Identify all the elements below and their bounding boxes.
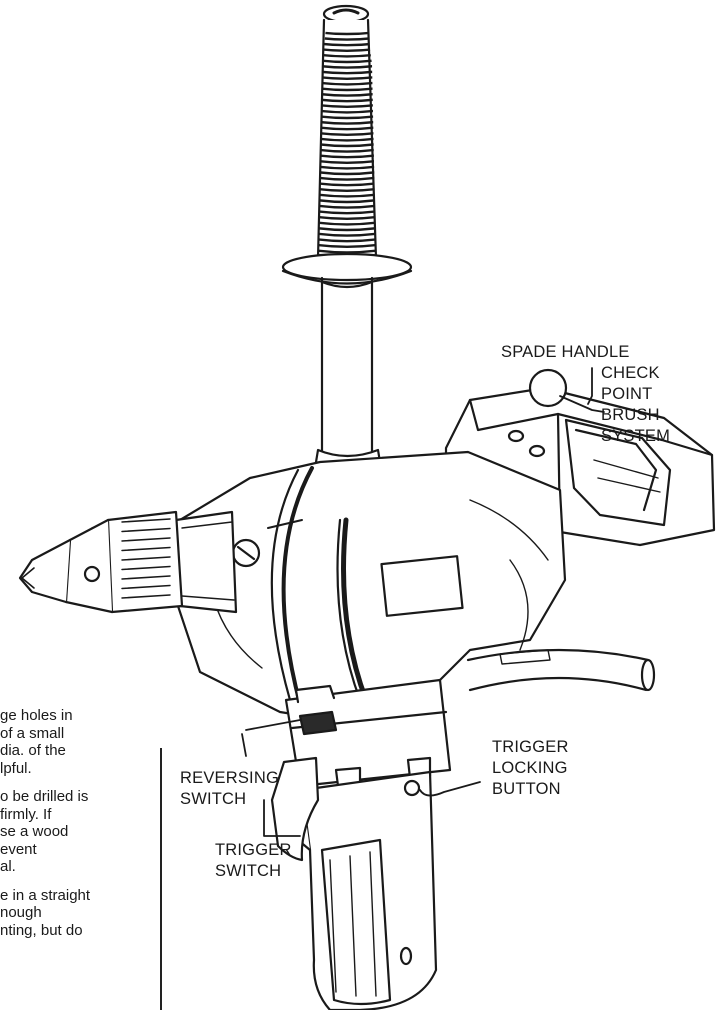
chuck-assembly [18, 510, 238, 614]
motor-housing [174, 450, 567, 722]
manual-line: ge holes in [0, 707, 73, 724]
power-cord [466, 648, 656, 692]
manual-line: o be drilled is [0, 788, 89, 805]
grip-ridge [318, 120, 376, 125]
grip-ridge [318, 193, 376, 198]
chuck-groove [121, 527, 171, 533]
label-reversing-switch: REVERSING SWITCH [180, 769, 279, 808]
chuck-groove [121, 556, 171, 561]
grip-ridge [318, 126, 376, 131]
pistol-grip [294, 770, 438, 1010]
grip-ridge [318, 243, 376, 248]
grip-ridge [318, 148, 376, 153]
grip-ridge [318, 232, 376, 237]
manual-line: event [0, 840, 37, 858]
grip-ridge [318, 187, 376, 192]
grip-ridge [318, 103, 376, 108]
chuck-groove [121, 518, 171, 523]
manual-line: nting, but do [0, 921, 83, 939]
manual-line: of a small [0, 724, 65, 742]
manual-line: al. [0, 858, 16, 875]
chuck-groove [121, 546, 171, 552]
grip-ridge [318, 109, 376, 114]
switch-block [284, 678, 452, 788]
grip-ridge [318, 238, 376, 243]
grip-ridge [318, 165, 376, 170]
label-trigger-switch: TRIGGER SWITCH [215, 841, 292, 880]
manual-column-text: ge holes in of a small dia. of the lpful… [0, 707, 90, 939]
manual-line: nough [0, 904, 42, 921]
grip-ridge [318, 154, 376, 159]
trigger-shape [270, 756, 421, 862]
label-spade-handle: SPADE HANDLE [501, 343, 630, 361]
chuck-groove [121, 537, 171, 542]
side-handle [281, 4, 413, 470]
manual-line [0, 777, 90, 788]
grip-ridge [318, 210, 376, 215]
grip-ridge [318, 176, 376, 181]
grip-ridge [318, 137, 376, 142]
grip-ridge [318, 226, 376, 232]
grip-ridge [318, 142, 376, 148]
manual-line: e in a straight [0, 886, 91, 904]
grip-ridge [318, 221, 376, 226]
grip-ridge [318, 114, 376, 120]
grip-ridge [318, 215, 376, 220]
manual-line: dia. of the [0, 742, 66, 759]
grip-ridge [318, 131, 376, 136]
manual-line: firmly. If [0, 805, 52, 823]
chuck-groove [121, 584, 171, 590]
chuck-groove [121, 575, 171, 580]
leader-lines [241, 367, 605, 837]
manual-line: lpful. [0, 759, 32, 777]
label-trigger-locking-button: TRIGGER LOCKING BUTTON [492, 738, 569, 798]
manual-line [0, 876, 90, 887]
column-divider [160, 748, 162, 1010]
grip-ridge [318, 204, 376, 209]
chuck-groove [121, 594, 171, 599]
brush-cap [528, 368, 568, 408]
grip-ridge [318, 249, 376, 254]
manual-line: se a wood [0, 823, 69, 840]
grip-ridge [318, 159, 376, 164]
grip-ridge [318, 198, 376, 204]
grip-ridge [318, 182, 376, 187]
label-check-point-brush-system: CHECK POINT BRUSH SYSTEM [601, 364, 671, 445]
chuck-groove [121, 565, 171, 571]
grip-ridge [318, 170, 376, 176]
